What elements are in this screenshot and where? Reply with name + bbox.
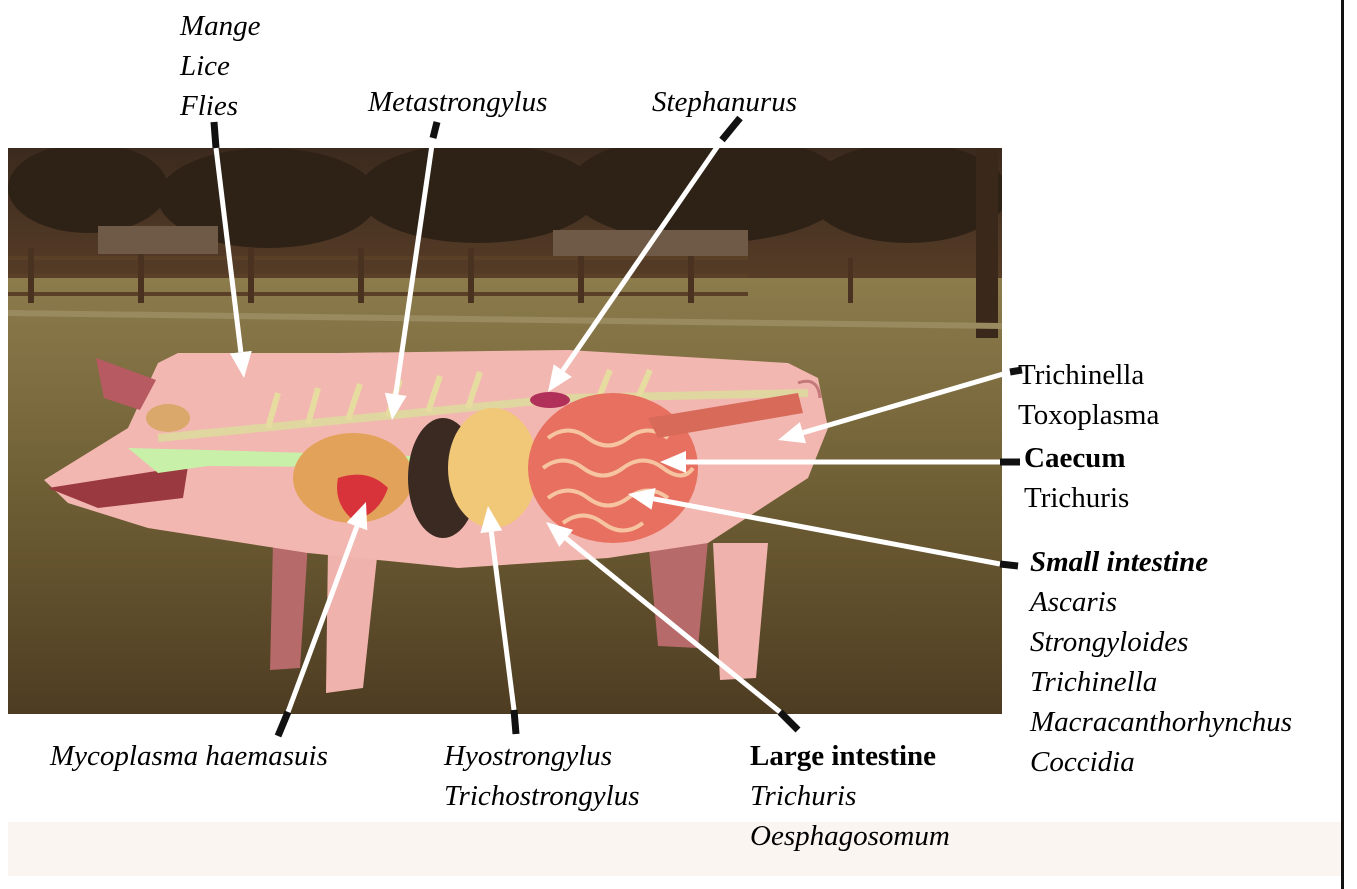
kidney-label: Stephanurus xyxy=(652,82,797,122)
ectoparasite-item: Mange xyxy=(180,6,261,46)
caecum-parasite: Trichuris xyxy=(1024,478,1129,518)
ectoparasite-item: Lice xyxy=(180,46,261,86)
blood-arrow-tail xyxy=(278,712,288,736)
small-intestine-parasite: Macracanthorhynchus xyxy=(1030,702,1292,742)
tree-trunk xyxy=(976,148,998,338)
caecum-heading: Caecum xyxy=(1024,438,1129,478)
muscle-parasite: Toxoplasma xyxy=(1018,395,1159,435)
stomach-parasite: Trichostrongylus xyxy=(444,776,640,816)
small-intestine-parasite: Trichinella xyxy=(1030,662,1292,702)
lungs-arrow-tail xyxy=(433,122,437,138)
large-intestine-arrow-tail xyxy=(780,712,798,730)
ectoparasite-item: Flies xyxy=(180,86,261,126)
small-intestine-arrow-tail xyxy=(1000,564,1018,566)
small-intestine-parasite: Strongyloides xyxy=(1030,622,1292,662)
pig-anatomy-photo xyxy=(8,148,1002,714)
kidney-parasite: Stephanurus xyxy=(652,82,797,122)
muscle-label: Trichinella Toxoplasma xyxy=(1018,355,1159,435)
lungs-label: Metastrongylus xyxy=(368,82,547,122)
large-intestine-heading: Large intestine xyxy=(750,736,950,776)
stomach xyxy=(448,408,538,528)
muscle-parasite: Trichinella xyxy=(1018,355,1159,395)
blood-parasite: Mycoplasma haemasuis xyxy=(50,736,328,776)
ectoparasites-label: Mange Lice Flies xyxy=(180,6,261,126)
small-intestine-parasite: Coccidia xyxy=(1030,742,1292,782)
stomach-label: Hyostrongylus Trichostrongylus xyxy=(444,736,640,816)
stomach-parasite: Hyostrongylus xyxy=(444,736,640,776)
footer-band xyxy=(8,822,1341,876)
lung-parasite: Metastrongylus xyxy=(368,82,547,122)
blood-label: Mycoplasma haemasuis xyxy=(50,736,328,776)
kidney xyxy=(530,392,570,408)
small-intestine-heading: Small intestine xyxy=(1030,542,1292,582)
shed xyxy=(553,230,748,256)
large-intestine-parasite: Trichuris xyxy=(750,776,950,816)
small-intestine-parasite: Ascaris xyxy=(1030,582,1292,622)
small-intestine-label: Small intestine Ascaris Strongyloides Tr… xyxy=(1030,542,1292,782)
shed xyxy=(98,226,218,254)
brain xyxy=(146,404,190,432)
large-intestine-parasite: Oesphagosomum xyxy=(750,816,950,856)
caecum-label: Caecum Trichuris xyxy=(1024,438,1129,518)
large-intestine-label: Large intestine Trichuris Oesphagosomum xyxy=(750,736,950,856)
right-border xyxy=(1341,0,1344,889)
